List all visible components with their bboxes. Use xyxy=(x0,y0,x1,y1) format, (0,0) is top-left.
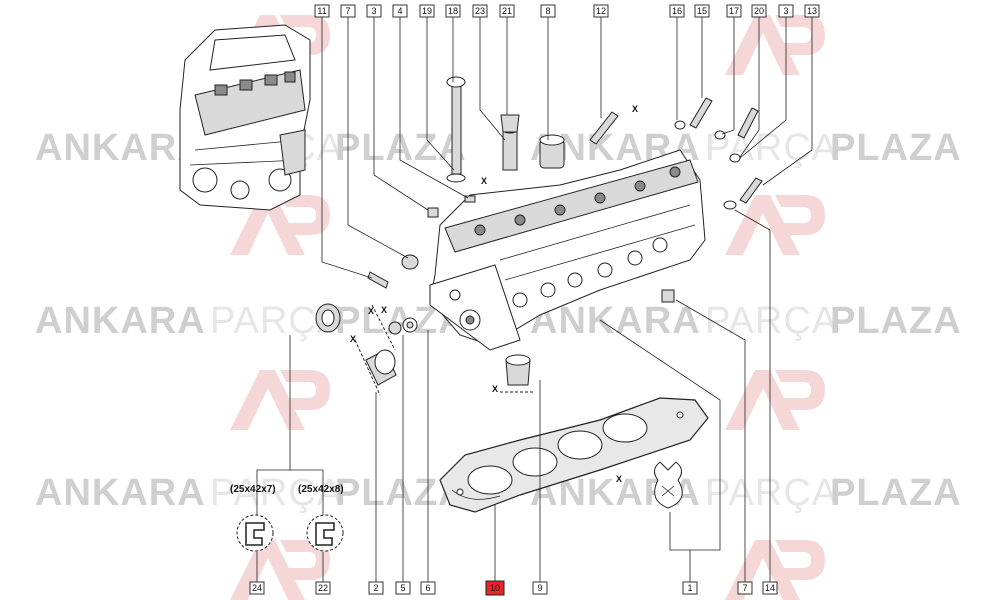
callout-label: 15 xyxy=(694,4,710,18)
bolt-icon xyxy=(689,97,713,129)
callout-label: 14 xyxy=(762,581,778,595)
callout-label: 5 xyxy=(395,581,411,595)
svg-text:4: 4 xyxy=(397,6,402,16)
x-marks: X X X X X X X xyxy=(350,104,638,484)
svg-text:5: 5 xyxy=(400,583,405,593)
head-bolts-and-parts xyxy=(367,76,763,303)
callout-label: 22 xyxy=(315,581,331,595)
svg-text:21: 21 xyxy=(502,6,512,16)
bolt-icon xyxy=(451,81,462,175)
watermark-word: ANKARA xyxy=(35,127,206,169)
callouts-bottom: 24 22 2 5 6 10 9 1 7 14 xyxy=(249,580,778,596)
callout-label: 13 xyxy=(804,4,820,18)
x-mark: X xyxy=(350,334,356,344)
callout-label: 12 xyxy=(593,4,609,18)
callout-label: 11 xyxy=(314,4,330,18)
svg-text:9: 9 xyxy=(537,583,542,593)
svg-text:15: 15 xyxy=(697,6,707,16)
callout-label-highlighted: 10 xyxy=(485,580,505,596)
svg-text:3: 3 xyxy=(371,6,376,16)
watermark-logo-icon xyxy=(725,15,825,75)
svg-text:7: 7 xyxy=(742,583,747,593)
bolt-icon xyxy=(737,107,759,139)
watermark-logos xyxy=(230,15,825,600)
callout-label: 1 xyxy=(682,581,698,595)
x-mark: X xyxy=(632,104,638,114)
svg-text:7: 7 xyxy=(345,6,350,16)
svg-text:1: 1 xyxy=(687,583,692,593)
seal-profile-icon xyxy=(245,522,265,546)
svg-text:12: 12 xyxy=(596,6,606,16)
watermark-word: PARÇA xyxy=(210,472,343,514)
callout-label: 18 xyxy=(445,4,461,18)
svg-text:8: 8 xyxy=(545,6,550,16)
svg-text:18: 18 xyxy=(448,6,458,16)
svg-text:22: 22 xyxy=(318,583,328,593)
seals xyxy=(315,303,418,396)
callout-label: 20 xyxy=(751,4,767,18)
x-mark: X xyxy=(616,474,622,484)
cylinder-head xyxy=(429,149,706,351)
svg-text:10: 10 xyxy=(490,583,500,593)
svg-text:6: 6 xyxy=(425,583,430,593)
svg-text:19: 19 xyxy=(422,6,432,16)
svg-text:24: 24 xyxy=(252,583,262,593)
svg-text:3: 3 xyxy=(783,6,788,16)
watermark-word: PLAZA xyxy=(830,472,962,514)
callout-label: 17 xyxy=(726,4,742,18)
x-mark: X xyxy=(381,305,387,315)
watermark-logo-icon xyxy=(725,195,825,255)
seal-size-label: (25x42x7) xyxy=(230,484,276,495)
svg-text:11: 11 xyxy=(317,6,326,16)
watermark-word: ANKARA xyxy=(35,472,206,514)
callout-label: 3 xyxy=(366,4,382,18)
seal-profile-icon xyxy=(315,522,335,546)
callout-label: 19 xyxy=(419,4,435,18)
valve-seal-icon xyxy=(388,321,402,335)
svg-text:17: 17 xyxy=(729,6,739,16)
svg-text:14: 14 xyxy=(765,583,775,593)
engine-illustration xyxy=(179,24,311,211)
svg-text:23: 23 xyxy=(475,6,485,16)
seal-kit-bag-icon xyxy=(654,461,683,509)
watermark-word: PARÇA xyxy=(705,127,838,169)
callout-label: 3 xyxy=(778,4,794,18)
bolt-icon xyxy=(739,177,763,204)
callout-label: 16 xyxy=(669,4,685,18)
callout-label: 4 xyxy=(392,4,408,18)
watermark-word: PARÇA xyxy=(705,300,838,342)
callout-label: 21 xyxy=(499,4,515,18)
x-mark: X xyxy=(481,176,487,186)
watermark-word: PLAZA xyxy=(830,127,962,169)
watermark-word: PLAZA xyxy=(830,300,962,342)
watermark-logo-icon xyxy=(230,195,330,255)
x-mark: X xyxy=(492,384,498,394)
leader-lines xyxy=(256,17,813,582)
watermark-word: ANKARA xyxy=(35,300,206,342)
callout-label: 7 xyxy=(737,581,753,595)
seal-size-label: (25x42x8) xyxy=(298,484,344,495)
callout-label: 9 xyxy=(532,581,548,595)
watermark-word: PARÇA xyxy=(705,472,838,514)
watermark-logo-icon xyxy=(230,370,330,430)
head-gasket xyxy=(439,397,709,513)
callouts-top: 11 7 3 4 19 18 23 21 8 12 16 15 17 20 3 … xyxy=(314,4,820,18)
lifter-part xyxy=(500,354,535,393)
callout-label: 8 xyxy=(540,4,556,18)
watermark-logo-icon xyxy=(725,370,825,430)
x-mark: X xyxy=(368,306,374,316)
callout-label: 7 xyxy=(340,4,356,18)
callout-label: 24 xyxy=(249,581,265,595)
callout-label: 2 xyxy=(368,581,384,595)
callout-label: 6 xyxy=(420,581,436,595)
seal-profiles: (25x42x7) (25x42x8) xyxy=(230,484,344,552)
svg-text:2: 2 xyxy=(373,583,378,593)
svg-text:13: 13 xyxy=(807,6,817,16)
svg-text:20: 20 xyxy=(754,6,764,16)
callout-label: 23 xyxy=(472,4,488,18)
watermark-logo-icon xyxy=(230,540,330,600)
svg-text:16: 16 xyxy=(672,6,682,16)
